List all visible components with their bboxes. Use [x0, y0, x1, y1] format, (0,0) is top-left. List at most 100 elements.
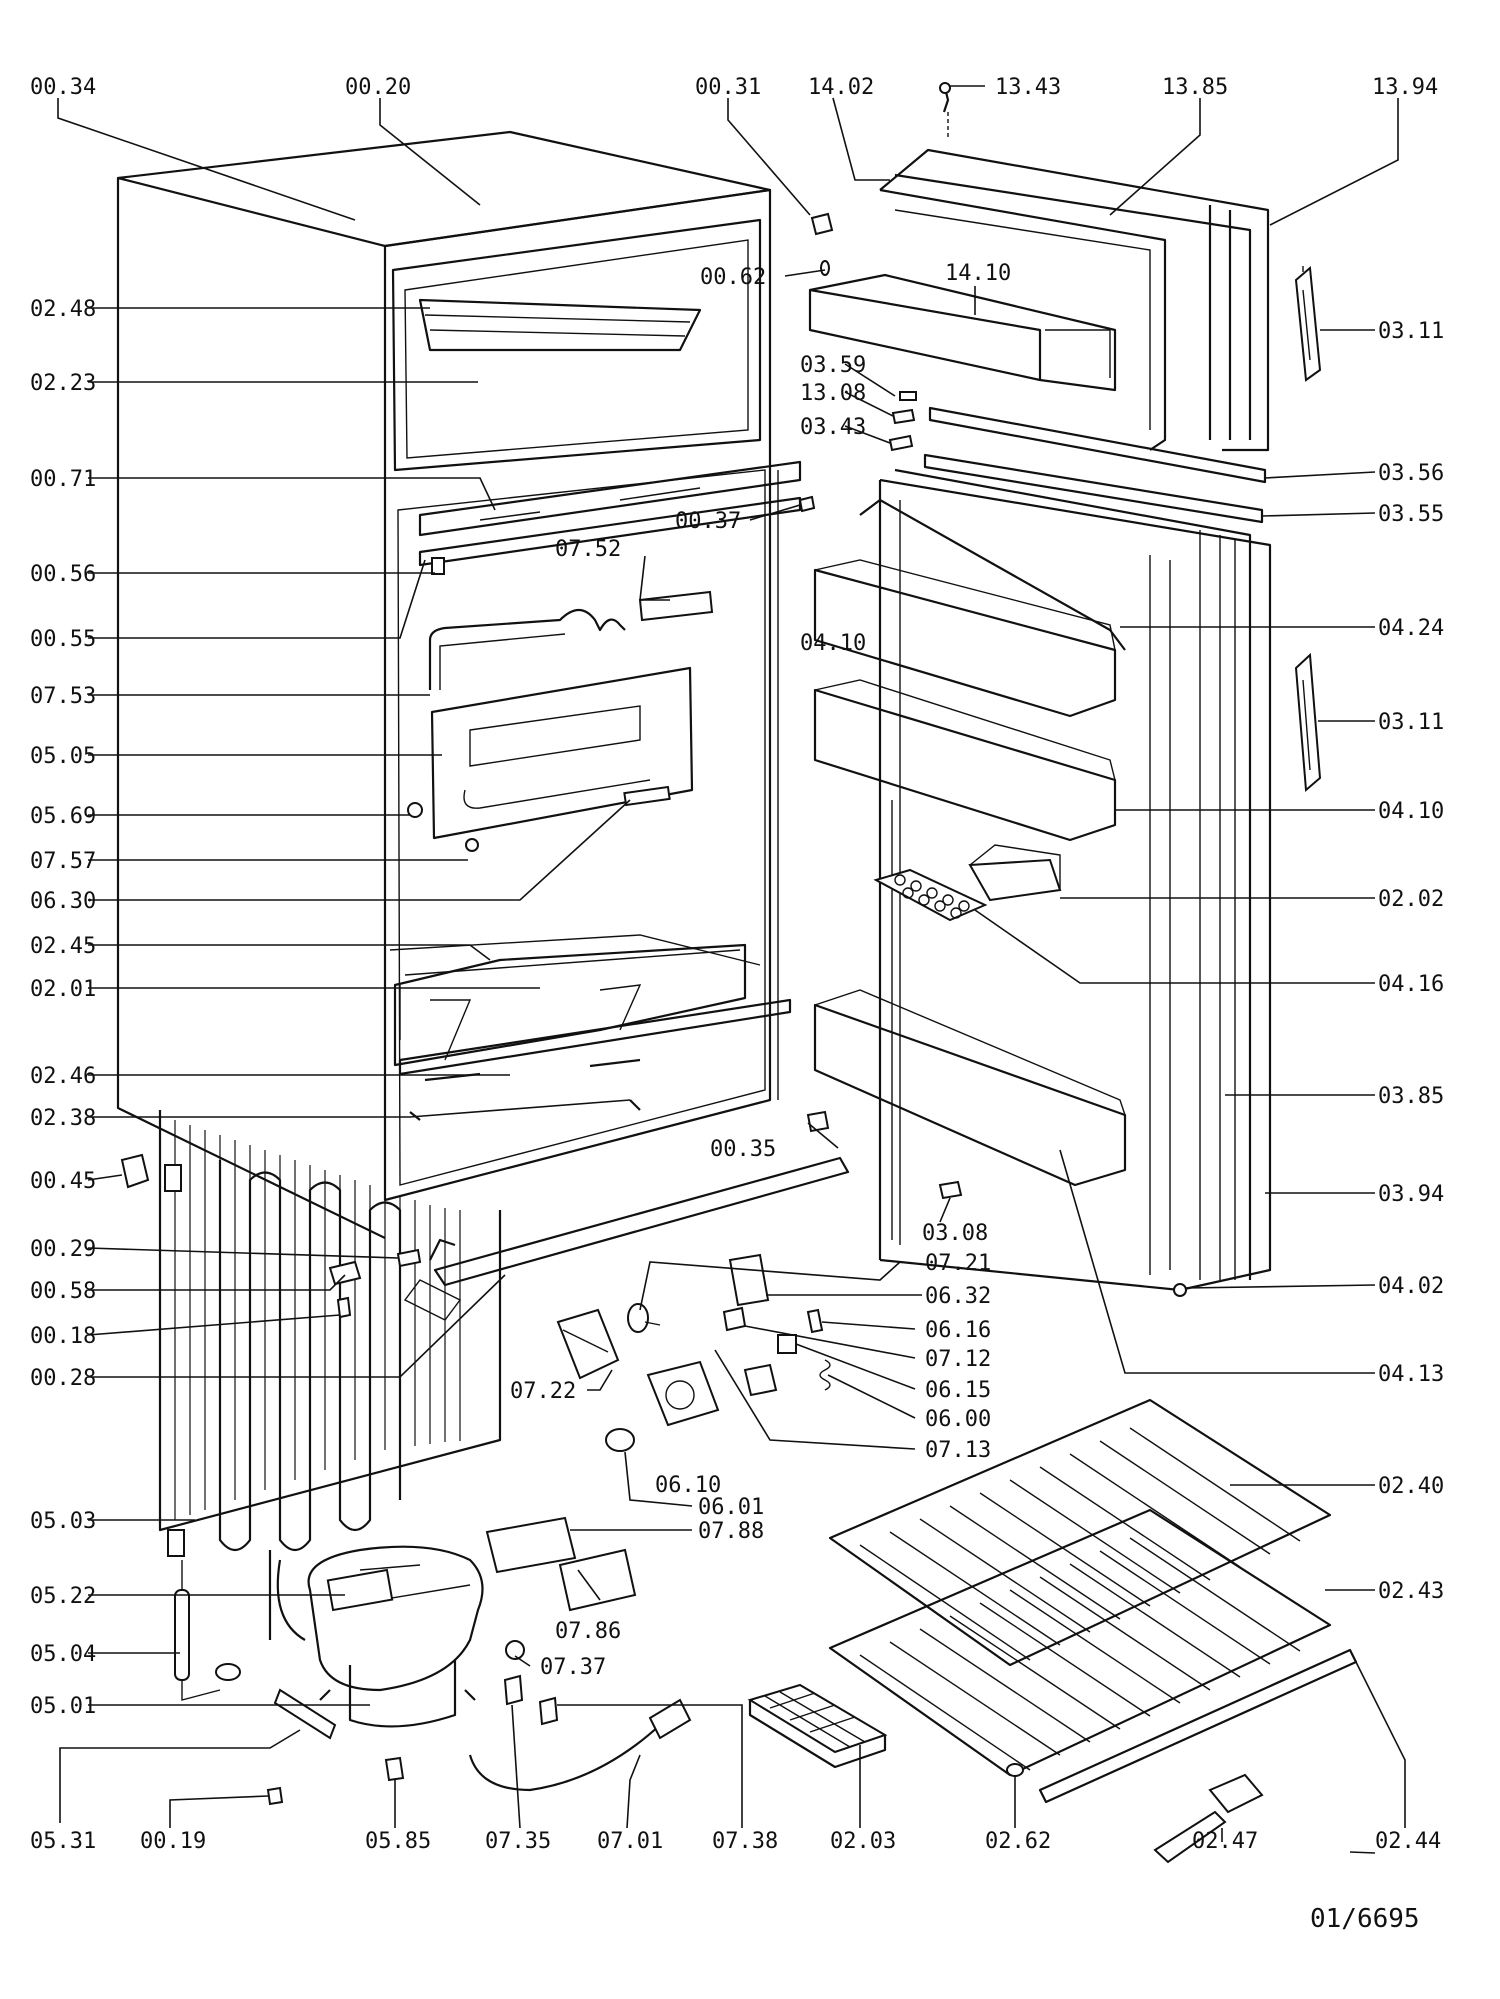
label-0402: 04.02 — [1378, 1274, 1444, 1299]
label-0610: 06.10 — [655, 1473, 721, 1498]
label-0245: 02.45 — [30, 934, 96, 959]
label-0630: 06.30 — [30, 889, 96, 914]
condenser-coil — [158, 1110, 502, 1557]
label-0601: 06.01 — [698, 1495, 764, 1520]
label-0501: 05.01 — [30, 1694, 96, 1719]
label-0019: 00.19 — [140, 1829, 206, 1854]
label-0246: 02.46 — [30, 1064, 96, 1089]
label-0505: 05.05 — [30, 744, 96, 769]
label-0522: 05.22 — [30, 1584, 96, 1609]
label-1343: 13.43 — [995, 75, 1061, 100]
part-labels: 00.34 00.20 00.31 14.02 13.43 13.85 13.9… — [30, 75, 1444, 1854]
label-0738: 07.38 — [712, 1829, 778, 1854]
compressor-assembly — [174, 1545, 484, 1806]
label-0202: 02.02 — [1378, 887, 1444, 912]
part-0029 — [396, 1248, 422, 1268]
label-0752: 07.52 — [555, 537, 621, 562]
label-0410b: 04.10 — [1378, 799, 1444, 824]
label-0034: 00.34 — [30, 75, 96, 100]
label-0311b: 03.11 — [1378, 710, 1444, 735]
label-0753: 07.53 — [30, 684, 96, 709]
ice-tray — [747, 1683, 888, 1769]
label-0031: 00.31 — [695, 75, 761, 100]
label-0203: 02.03 — [830, 1829, 896, 1854]
label-0737: 07.37 — [540, 1655, 606, 1680]
label-1402: 14.02 — [808, 75, 874, 100]
label-0243: 02.43 — [1378, 1579, 1444, 1604]
label-0020: 00.20 — [345, 75, 411, 100]
label-0413: 04.13 — [1378, 1362, 1444, 1387]
label-0722: 07.22 — [510, 1379, 576, 1404]
label-0248: 02.48 — [30, 297, 96, 322]
label-0712: 07.12 — [925, 1347, 991, 1372]
part-0018 — [336, 1296, 352, 1319]
cabinet-body — [116, 130, 850, 1321]
label-0058: 00.58 — [30, 1279, 96, 1304]
label-0721: 07.21 — [925, 1251, 991, 1276]
label-0632: 06.32 — [925, 1284, 991, 1309]
label-0355: 03.55 — [1378, 502, 1444, 527]
label-0504: 05.04 — [30, 1642, 96, 1667]
label-0247: 02.47 — [1192, 1829, 1258, 1854]
label-0343: 03.43 — [800, 415, 866, 440]
label-0062: 00.62 — [700, 265, 766, 290]
label-1385: 13.85 — [1162, 75, 1228, 100]
label-0735: 07.35 — [485, 1829, 551, 1854]
label-0037: 00.37 — [675, 509, 741, 534]
label-1308: 13.08 — [800, 381, 866, 406]
label-0262: 02.62 — [985, 1829, 1051, 1854]
part-0062 — [820, 260, 830, 276]
label-0356: 03.56 — [1378, 461, 1444, 486]
electrical-parts — [468, 1253, 831, 1792]
label-0071: 00.71 — [30, 467, 96, 492]
label-0385: 03.85 — [1378, 1084, 1444, 1109]
label-0018: 00.18 — [30, 1324, 96, 1349]
part-0037 — [798, 495, 816, 513]
label-0244: 02.44 — [1375, 1829, 1441, 1854]
label-0055: 00.55 — [30, 627, 96, 652]
part-0045 — [120, 1153, 150, 1189]
fridge-door — [813, 468, 1322, 1297]
label-0029: 00.29 — [30, 1237, 96, 1262]
part-0343 — [888, 434, 914, 452]
label-0788: 07.88 — [698, 1519, 764, 1544]
label-1410: 14.10 — [945, 261, 1011, 286]
label-0311a: 03.11 — [1378, 319, 1444, 344]
part-0359 — [899, 391, 917, 401]
label-0701: 07.01 — [597, 1829, 663, 1854]
label-0359: 03.59 — [800, 353, 866, 378]
label-0600: 06.00 — [925, 1407, 991, 1432]
part-1308 — [891, 408, 916, 425]
label-0503: 05.03 — [30, 1509, 96, 1534]
label-0713: 07.13 — [925, 1438, 991, 1463]
part-0035 — [806, 1110, 830, 1133]
label-0240: 02.40 — [1378, 1474, 1444, 1499]
part-0356 — [928, 406, 1267, 484]
label-0416: 04.16 — [1378, 972, 1444, 997]
freezer-door — [808, 82, 1322, 452]
part-0058 — [328, 1260, 362, 1286]
label-0045: 00.45 — [30, 1169, 96, 1194]
label-0056: 00.56 — [30, 562, 96, 587]
label-0394: 03.94 — [1378, 1182, 1444, 1207]
label-0424: 04.24 — [1378, 616, 1444, 641]
label-0786: 07.86 — [555, 1619, 621, 1644]
label-0615: 06.15 — [925, 1378, 991, 1403]
label-0223: 02.23 — [30, 371, 96, 396]
wire-shelves — [828, 1398, 1358, 1804]
label-1394: 13.94 — [1372, 75, 1438, 100]
part-0355 — [923, 453, 1264, 524]
label-0616: 06.16 — [925, 1318, 991, 1343]
label-0569: 05.69 — [30, 804, 96, 829]
part-0031 — [810, 212, 834, 236]
leader-lines — [57, 85, 1406, 1854]
label-0028: 00.28 — [30, 1366, 96, 1391]
document-number: 01/6695 — [1310, 1904, 1420, 1934]
label-0238: 02.38 — [30, 1106, 96, 1131]
label-0201: 02.01 — [30, 977, 96, 1002]
label-0410a: 04.10 — [800, 631, 866, 656]
label-0308: 03.08 — [922, 1221, 988, 1246]
label-0585: 05.85 — [365, 1829, 431, 1854]
ice-scraper — [1153, 1773, 1264, 1864]
